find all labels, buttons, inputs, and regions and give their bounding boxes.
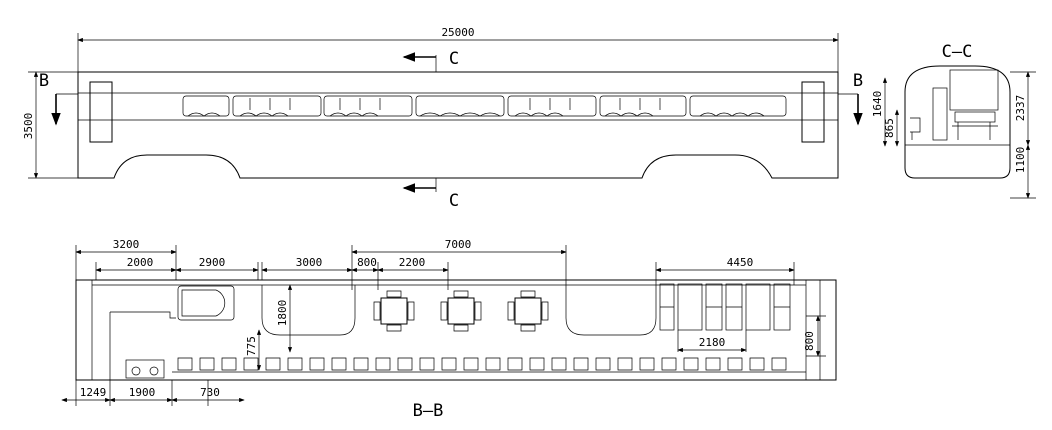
dim-label-overall-length: 25000	[441, 26, 474, 39]
dim-1640: 1640	[871, 77, 888, 147]
bottom-seat-row	[125, 357, 787, 379]
svg-text:1800: 1800	[276, 300, 289, 327]
svg-text:800: 800	[803, 331, 816, 351]
dim-2337: 2337	[1010, 71, 1036, 146]
svg-text:3000: 3000	[296, 256, 323, 269]
svg-text:775: 775	[245, 336, 258, 356]
svg-text:730: 730	[200, 386, 220, 399]
svg-text:1249: 1249	[80, 386, 107, 399]
svg-text:C: C	[449, 49, 459, 69]
side-view: 25000 3500 B	[22, 26, 863, 211]
section-marker-b-left: B	[39, 71, 78, 126]
dining-tables	[373, 290, 549, 332]
svg-text:2337: 2337	[1014, 95, 1027, 122]
svg-text:800: 800	[357, 256, 377, 269]
section-bb-title: B—B	[413, 401, 444, 421]
plan-bb: 3200 2000 2900 3000 800 2200 7000 4450 1…	[61, 238, 837, 421]
dim-overall-length: 25000	[77, 26, 839, 72]
top-dimensions: 3200 2000 2900 3000 800 2200 7000 4450	[75, 238, 795, 290]
bottom-dimensions: 1249 1900 730 2180	[61, 330, 747, 406]
svg-text:1100: 1100	[1014, 147, 1027, 174]
dim-label-height: 3500	[22, 113, 35, 140]
svg-text:3200: 3200	[113, 238, 140, 251]
car-body-outline	[77, 71, 839, 179]
svg-text:2900: 2900	[199, 256, 226, 269]
svg-text:1900: 1900	[129, 386, 156, 399]
svg-text:2000: 2000	[127, 256, 154, 269]
svg-text:2180: 2180	[699, 336, 726, 349]
section-marker-b-right: B	[838, 71, 863, 126]
dim-height: 3500	[22, 71, 78, 179]
svg-text:B: B	[39, 71, 49, 91]
seat-blocks-right	[659, 283, 791, 331]
svg-text:865: 865	[883, 118, 896, 138]
svg-text:B: B	[853, 71, 863, 91]
section-cc-title: C—C	[942, 42, 973, 62]
dim-1100: 1100	[1010, 144, 1036, 199]
svg-text:1640: 1640	[871, 91, 884, 118]
window-seat-groups	[182, 95, 787, 117]
section-cc: C—C 1640 865 2337 1100	[871, 42, 1036, 199]
section-marker-c-top: C	[402, 49, 459, 72]
svg-text:4450: 4450	[727, 256, 754, 269]
side-dimensions: 1800 775 800	[245, 284, 826, 371]
svg-text:C: C	[449, 191, 459, 211]
section-marker-c-bottom: C	[402, 178, 459, 211]
dim-865: 865	[883, 109, 900, 147]
svg-text:2200: 2200	[399, 256, 426, 269]
svg-text:7000: 7000	[445, 238, 472, 251]
